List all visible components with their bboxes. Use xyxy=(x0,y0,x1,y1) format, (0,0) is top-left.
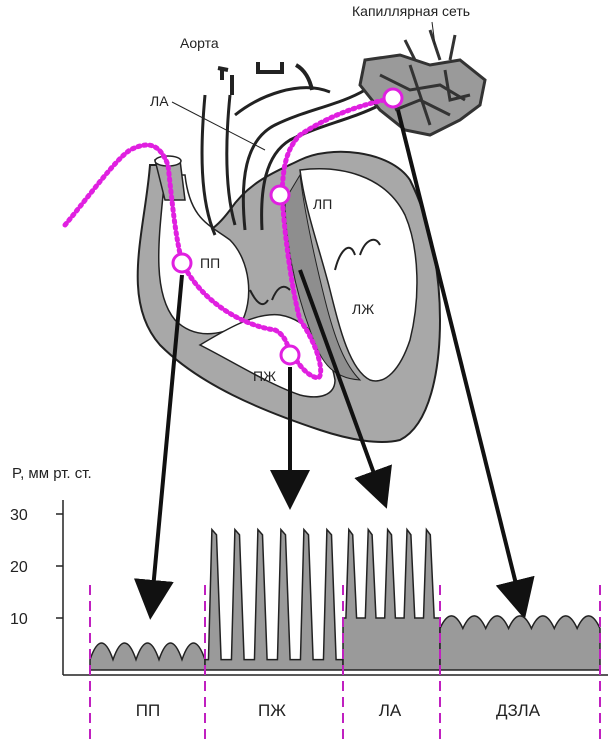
waveform-segment xyxy=(343,530,440,670)
y-tick-label: 30 xyxy=(10,507,28,524)
segment-label: ПЖ xyxy=(258,701,286,720)
waveform-segment xyxy=(90,643,205,670)
catheter-point-rv xyxy=(281,346,299,364)
rv-label: ПЖ xyxy=(253,368,276,384)
ra-label: ПП xyxy=(200,255,220,271)
catheter-point-pcwp xyxy=(384,89,402,107)
pa-leader xyxy=(172,102,265,150)
y-ticks: 10 20 30 xyxy=(10,507,63,628)
aorta-label: Аорта xyxy=(180,35,219,51)
waveform-segment xyxy=(205,530,343,670)
pressure-waveform xyxy=(90,530,600,670)
pa-label: ЛА xyxy=(150,93,169,109)
catheter-point-ra xyxy=(173,254,191,272)
pressure-chart: P, мм рт. ст. 10 20 30 ПП ПЖ ЛА ДЗЛА xyxy=(10,465,608,740)
capillary-network xyxy=(360,30,485,135)
capillary-label: Капиллярная сеть xyxy=(352,3,470,19)
la-label: ЛП xyxy=(313,196,332,212)
segment-label: ПП xyxy=(136,701,160,720)
segment-label: ЛА xyxy=(379,701,402,720)
y-tick-label: 10 xyxy=(10,611,28,628)
waveform-segment xyxy=(440,616,600,670)
heart-drawing xyxy=(138,30,485,442)
segment-labels: ПП ПЖ ЛА ДЗЛА xyxy=(136,701,541,720)
catheter-point-pa xyxy=(271,186,289,204)
y-tick-label: 20 xyxy=(10,559,28,576)
segment-label: ДЗЛА xyxy=(496,701,541,720)
aortic-branches xyxy=(218,62,312,95)
y-axis-label: P, мм рт. ст. xyxy=(12,465,92,482)
lv-label: ЛЖ xyxy=(352,301,374,317)
